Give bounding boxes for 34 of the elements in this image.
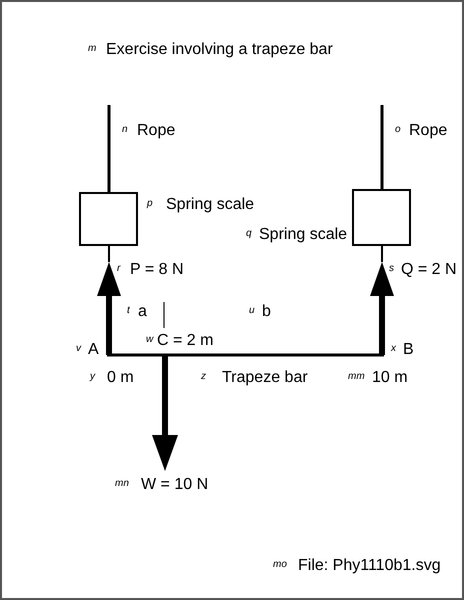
force-label: W = 10 N bbox=[141, 477, 208, 493]
callout-letter: n bbox=[122, 125, 128, 135]
point-label: C = 2 m bbox=[157, 333, 214, 349]
title: Exercise involving a trapeze bar bbox=[106, 42, 333, 58]
callout-letter: y bbox=[90, 372, 95, 382]
callout-letter: z bbox=[201, 372, 206, 382]
callout-letter: v bbox=[76, 344, 81, 354]
callout-letter: u bbox=[249, 306, 255, 316]
callout-letter: o bbox=[395, 125, 401, 135]
position-label: 10 m bbox=[372, 370, 408, 386]
callout-letter: r bbox=[117, 264, 120, 274]
force-label: Q = 2 N bbox=[401, 262, 457, 278]
part-label: Rope bbox=[409, 123, 448, 139]
part-label: Spring scale bbox=[259, 227, 348, 243]
callout-letter: x bbox=[391, 344, 396, 354]
position-label: 0 m bbox=[107, 370, 134, 386]
distance-label: b bbox=[262, 304, 271, 320]
callout-letter: p bbox=[147, 199, 153, 209]
file-name: File: Phy1110b1.svg bbox=[298, 558, 441, 574]
callout-letter: w bbox=[146, 335, 154, 345]
distance-label: a bbox=[138, 304, 147, 320]
callout-letter: s bbox=[389, 264, 394, 274]
part-label: Trapeze bar bbox=[222, 370, 308, 386]
callout-letter: mm bbox=[348, 372, 365, 382]
point-label: B bbox=[403, 342, 414, 358]
force-label: P = 8 N bbox=[130, 262, 184, 278]
callout-letter: mn bbox=[115, 479, 129, 489]
callout-letter: t bbox=[127, 306, 130, 316]
part-label: Spring scale bbox=[166, 197, 254, 213]
callout-letter: q bbox=[246, 229, 252, 239]
point-label: A bbox=[88, 342, 99, 358]
part-label: Rope bbox=[137, 123, 176, 139]
callout-letter: mo bbox=[273, 560, 287, 570]
callout-letter: m bbox=[88, 44, 96, 54]
